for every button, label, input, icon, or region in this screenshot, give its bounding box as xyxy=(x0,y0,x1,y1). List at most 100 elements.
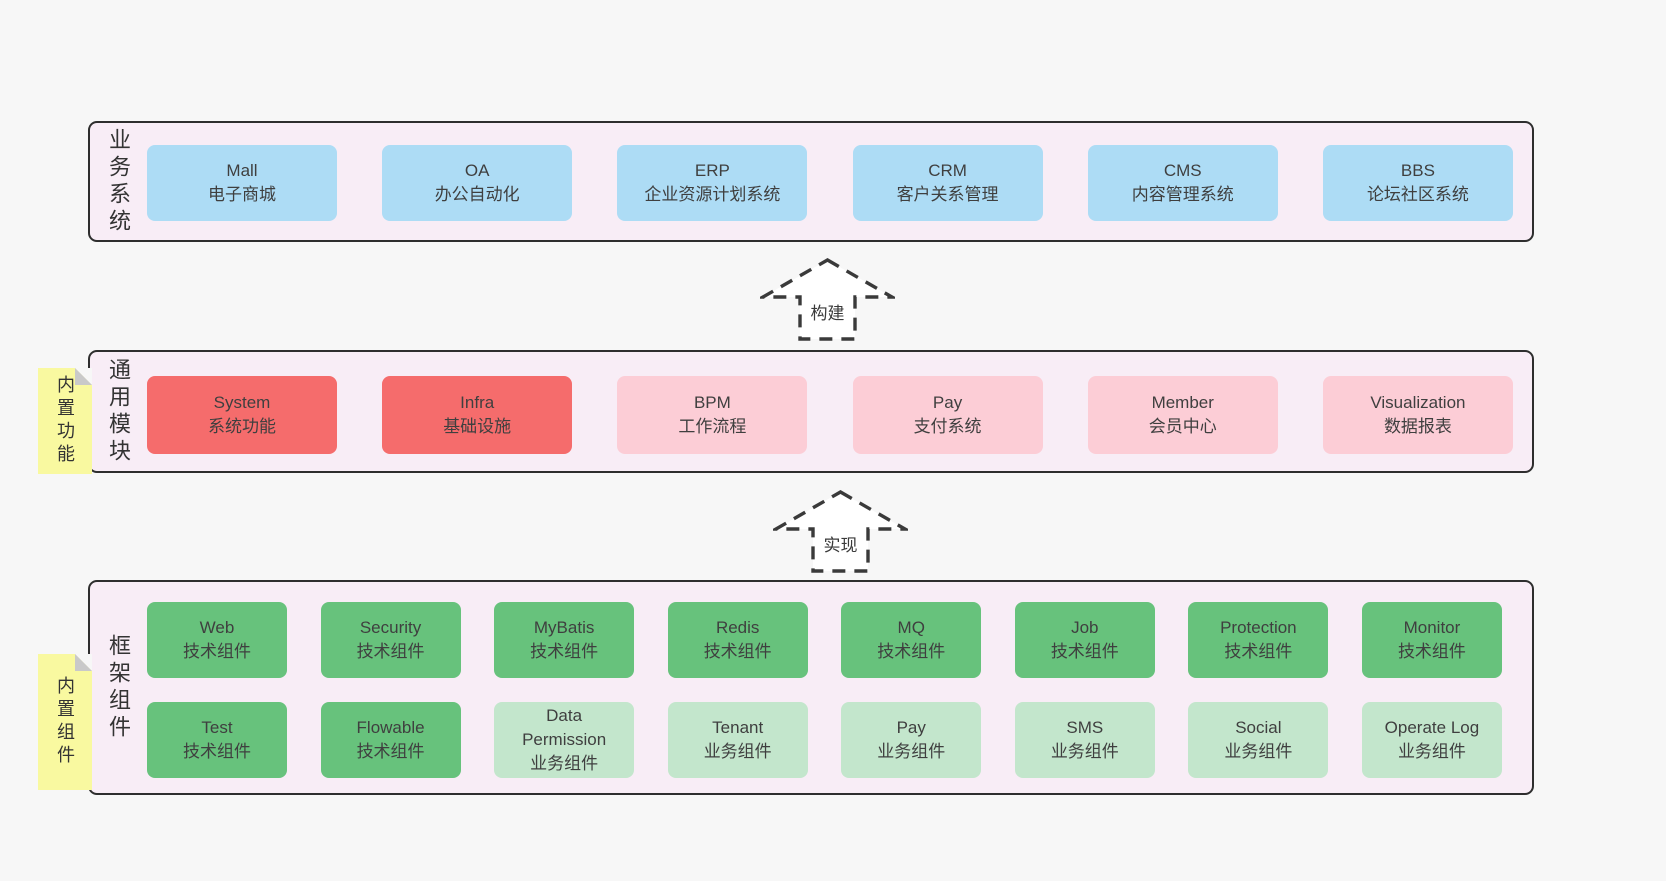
box-title: Security xyxy=(359,617,422,637)
diagram-box: Redis 技术组件 xyxy=(667,602,808,678)
sticky-note-text: 内置组件 xyxy=(55,676,75,768)
diagram-box: BPM 工作流程 xyxy=(617,376,808,454)
diagram-box: BBS 论坛社区系统 xyxy=(1322,145,1513,221)
diagram-box: System 系统功能 xyxy=(147,376,337,454)
box-title: Monitor xyxy=(1403,617,1461,637)
box-subtitle: 技术组件 xyxy=(1397,642,1466,661)
arrow-implement-label: 实现 xyxy=(820,531,861,556)
box-subtitle: 技术组件 xyxy=(877,642,946,661)
diagram-box: Security 技术组件 xyxy=(320,602,461,678)
box-subtitle: 技术组件 xyxy=(530,642,599,661)
diagram-box: Protection 技术组件 xyxy=(1188,602,1329,678)
box-title: Social xyxy=(1235,717,1282,737)
box-subtitle: 基础设施 xyxy=(443,417,512,436)
box-subtitle: 业务组件 xyxy=(1050,742,1119,761)
box-subtitle: 支付系统 xyxy=(913,417,982,436)
box-title: OA xyxy=(464,160,490,180)
box-title: Visualization xyxy=(1370,392,1466,412)
box-title: Flowable xyxy=(356,717,425,737)
box-subtitle: 办公自动化 xyxy=(434,185,520,204)
box-title: Infra xyxy=(460,392,495,412)
box-subtitle: 技术组件 xyxy=(183,642,251,661)
box-subtitle: 业务组件 xyxy=(1397,742,1466,761)
diagram-box: Infra 基础设施 xyxy=(382,376,573,454)
diagram-box: Test 技术组件 xyxy=(147,702,287,778)
business-box-row: Mall 电子商城 OA 办公自动化 ERP 企业资源计划系统 CRM 客户关系… xyxy=(147,145,1513,221)
box-subtitle: 企业资源计划系统 xyxy=(644,185,781,204)
diagram-box: Visualization 数据报表 xyxy=(1322,376,1513,454)
diagram-box: Pay 支付系统 xyxy=(852,376,1043,454)
box-subtitle: 业务组件 xyxy=(877,742,946,761)
box-subtitle: 工作流程 xyxy=(678,417,747,436)
box-subtitle: 业务组件 xyxy=(530,754,599,774)
layer-label-modules: 通用模块 xyxy=(106,357,131,466)
box-title: MQ xyxy=(897,617,925,637)
box-subtitle: 会员中心 xyxy=(1148,417,1217,436)
box-title: Data Permission xyxy=(522,705,607,749)
box-subtitle: 业务组件 xyxy=(1224,742,1293,761)
box-subtitle: 论坛社区系统 xyxy=(1366,185,1469,204)
box-subtitle: 技术组件 xyxy=(1050,642,1119,661)
box-title: SMS xyxy=(1066,717,1104,737)
diagram-box: Pay 业务组件 xyxy=(841,702,982,778)
box-subtitle: 系统功能 xyxy=(208,417,276,436)
box-subtitle: 技术组件 xyxy=(356,742,425,761)
box-subtitle: 电子商城 xyxy=(208,185,276,204)
box-subtitle: 技术组件 xyxy=(703,642,772,661)
box-subtitle: 技术组件 xyxy=(356,642,425,661)
box-title: MyBatis xyxy=(533,617,595,637)
box-title: Redis xyxy=(715,617,760,637)
box-subtitle: 数据报表 xyxy=(1383,417,1452,436)
diagram-box: Mall 电子商城 xyxy=(147,145,337,221)
arrow-build-label: 构建 xyxy=(807,299,848,324)
box-title: CMS xyxy=(1163,160,1202,180)
diagram-box: Operate Log 业务组件 xyxy=(1361,702,1502,778)
modules-box-row: System 系统功能 Infra 基础设施 BPM 工作流程 Pay 支付系统… xyxy=(147,376,1513,454)
diagram-box: Job 技术组件 xyxy=(1014,602,1155,678)
diagram-box: Monitor 技术组件 xyxy=(1361,602,1502,678)
diagram-box: SMS 业务组件 xyxy=(1014,702,1155,778)
components-box-row-2: Test 技术组件 Flowable 技术组件 Data Permission … xyxy=(147,702,1502,778)
box-subtitle: 客户关系管理 xyxy=(896,185,999,204)
box-title: ERP xyxy=(694,160,730,180)
layer-label-business: 业务系统 xyxy=(106,127,131,236)
box-title: CRM xyxy=(928,160,967,180)
box-title: Operate Log xyxy=(1384,717,1480,737)
components-box-row-1: Web 技术组件 Security 技术组件 MyBatis 技术组件 Redi… xyxy=(147,602,1502,678)
diagram-box: Data Permission 业务组件 xyxy=(494,702,635,778)
diagram-box: Flowable 技术组件 xyxy=(320,702,461,778)
diagram-box: MQ 技术组件 xyxy=(841,602,982,678)
arrow-up-implement: 实现 xyxy=(773,489,908,574)
diagram-box: CMS 内容管理系统 xyxy=(1087,145,1278,221)
diagram-box: OA 办公自动化 xyxy=(382,145,573,221)
diagram-box: Member 会员中心 xyxy=(1087,376,1278,454)
box-subtitle: 内容管理系统 xyxy=(1131,185,1234,204)
layer-framework-components: 框架组件 Web 技术组件 Security 技术组件 MyBatis 技术组件… xyxy=(88,580,1534,795)
box-title: Pay xyxy=(896,717,926,737)
box-title: Mall xyxy=(226,160,258,180)
diagram-box: Social 业务组件 xyxy=(1188,702,1329,778)
box-title: BPM xyxy=(693,392,731,412)
layer-business-systems: 业务系统 Mall 电子商城 OA 办公自动化 ERP 企业资源计划系统 CRM… xyxy=(88,121,1534,242)
sticky-note-built-in-features: 内置功能 xyxy=(38,368,92,474)
box-title: Protection xyxy=(1220,617,1297,637)
box-title: Web xyxy=(199,617,235,637)
box-title: System xyxy=(213,392,271,412)
sticky-note-text: 内置功能 xyxy=(55,375,75,467)
box-title: Job xyxy=(1071,617,1099,637)
box-subtitle: 技术组件 xyxy=(1224,642,1293,661)
layer-common-modules: 通用模块 System 系统功能 Infra 基础设施 BPM 工作流程 Pay… xyxy=(88,350,1534,473)
sticky-note-built-in-components: 内置组件 xyxy=(38,654,92,790)
box-title: Test xyxy=(201,717,233,737)
diagram-box: Tenant 业务组件 xyxy=(667,702,808,778)
box-title: Member xyxy=(1151,392,1214,412)
diagram-box: CRM 客户关系管理 xyxy=(852,145,1043,221)
diagram-box: MyBatis 技术组件 xyxy=(494,602,635,678)
layer-label-components: 框架组件 xyxy=(106,633,131,742)
box-title: BBS xyxy=(1400,160,1435,180)
box-subtitle: 技术组件 xyxy=(183,742,251,761)
diagram-box: ERP 企业资源计划系统 xyxy=(617,145,808,221)
box-title: Pay xyxy=(932,392,963,412)
diagram-box: Web 技术组件 xyxy=(147,602,287,678)
